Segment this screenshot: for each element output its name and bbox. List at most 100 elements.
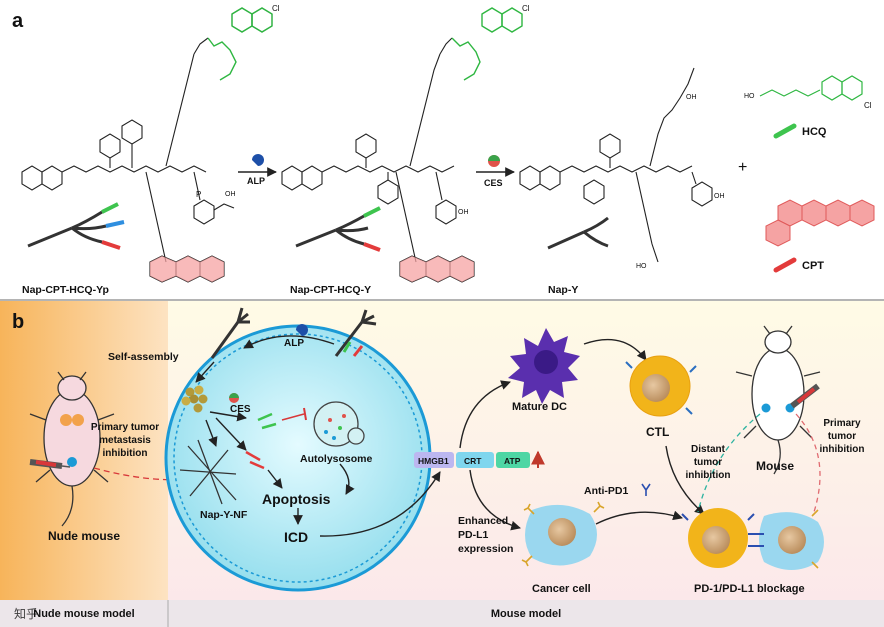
alp-enzyme-icon bbox=[252, 154, 264, 166]
panel-a-label: a bbox=[12, 10, 24, 32]
autolysosome-label: Autolysosome bbox=[300, 453, 373, 465]
compound-2-cl-atom: Cl bbox=[522, 4, 530, 13]
tumor-cell bbox=[164, 324, 432, 592]
icd-label: ICD bbox=[284, 529, 308, 545]
hcq-molecules bbox=[257, 412, 277, 430]
alp-enzyme-icon-b bbox=[296, 324, 308, 336]
compound-1-structure bbox=[21, 7, 273, 283]
crt-label: CRT bbox=[464, 456, 482, 466]
panel-a: a bbox=[12, 4, 875, 296]
blockage-cancer-icon bbox=[759, 509, 824, 570]
mature-dc-label: Mature DC bbox=[512, 401, 567, 413]
damp-to-cancer-arrow bbox=[469, 469, 521, 531]
hcq-legend-label: HCQ bbox=[802, 126, 827, 138]
cancer-to-blockage-arrow bbox=[595, 510, 683, 525]
alp-cleavage-arrow bbox=[243, 335, 335, 349]
nude-inhibition-line-3: inhibition bbox=[103, 448, 148, 459]
damp-to-dc-arrow bbox=[459, 380, 511, 449]
syringe-icon-nude bbox=[29, 459, 71, 469]
trident-icon-compound-2 bbox=[295, 206, 381, 252]
panel-b: b Primary tumor metastasis inhibition Nu… bbox=[0, 301, 884, 627]
compound-2-name: Nap-CPT-HCQ-Y bbox=[290, 284, 371, 296]
release-arrow-cpt bbox=[215, 417, 247, 451]
hcq-structure bbox=[759, 75, 863, 101]
nude-mouse-icon bbox=[29, 371, 115, 527]
watermark: 知乎 bbox=[14, 607, 38, 621]
compound-1-cpt-highlight bbox=[150, 256, 224, 282]
hmgb1-label: HMGB1 bbox=[418, 456, 449, 466]
compound-1-hcq-highlight bbox=[207, 7, 273, 81]
hcq-ho-group: HO bbox=[744, 93, 755, 100]
nanoparticle-cluster bbox=[181, 385, 208, 413]
ctl-icon bbox=[625, 355, 697, 417]
self-assembly-arrow bbox=[195, 361, 215, 383]
nude-inhibition-line-2: metastasis bbox=[99, 435, 151, 446]
cpt-structure bbox=[765, 199, 875, 247]
trident-icon-compound-1 bbox=[27, 202, 125, 250]
cpt-legend-label: CPT bbox=[802, 260, 824, 272]
nanofiber-icon bbox=[179, 439, 237, 505]
enhanced-line-3: expression bbox=[458, 543, 513, 555]
icd-to-damp-arrow bbox=[319, 471, 441, 537]
model-footer-band bbox=[0, 600, 884, 627]
compound-3-oh-phenol: OH bbox=[714, 193, 725, 200]
compound-1-name: Nap-CPT-HCQ-Yp bbox=[22, 284, 109, 296]
crt-box bbox=[456, 452, 494, 468]
mouse-model-label: Mouse model bbox=[491, 608, 561, 620]
autolysosome-icon bbox=[313, 401, 365, 447]
hcq-cl-atom: Cl bbox=[864, 101, 872, 110]
autophagy-to-apoptosis-arrow bbox=[339, 463, 355, 495]
primary-line-1: Primary bbox=[823, 418, 861, 429]
compound-3-name: Nap-Y bbox=[548, 284, 578, 296]
mature-dc-icon bbox=[508, 328, 580, 404]
dc-to-ctl-arrow bbox=[583, 338, 647, 361]
trident-icon-alp bbox=[334, 309, 377, 357]
alp-arrow-label: ALP bbox=[247, 176, 265, 186]
hcq-legend-swatch bbox=[773, 123, 797, 139]
distant-dashed-link bbox=[697, 413, 761, 513]
mouse-icon bbox=[735, 325, 821, 475]
antibody-icon bbox=[641, 483, 651, 496]
atp-label: ATP bbox=[504, 456, 521, 466]
self-assembly-label: Self-assembly bbox=[108, 351, 179, 363]
blockage-label: PD-1/PD-L1 blockage bbox=[694, 583, 805, 595]
inhibition-bar bbox=[281, 413, 305, 421]
release-arrow-fibre bbox=[205, 419, 218, 447]
compound-3-oh-top: OH bbox=[686, 94, 697, 101]
cancer-cell-label: Cancer cell bbox=[532, 583, 591, 595]
compound-2-hcq-highlight bbox=[451, 7, 523, 81]
nude-inhibition-line-1: Primary tumor bbox=[91, 422, 159, 433]
panel-b-label: b bbox=[12, 311, 24, 333]
apoptosis-label: Apoptosis bbox=[262, 491, 331, 507]
compound-1-p-atom: P bbox=[196, 190, 201, 199]
primary-line-2: tumor bbox=[828, 431, 856, 442]
ces-arrow-label: CES bbox=[484, 178, 503, 188]
compound-3-structure bbox=[519, 67, 713, 263]
hmgb1-box bbox=[414, 452, 454, 468]
primary-dashed-link bbox=[795, 413, 821, 513]
anti-pd1-label: Anti-PD1 bbox=[584, 485, 628, 497]
enhanced-line-1: Enhanced bbox=[458, 515, 508, 527]
primary-line-3: inhibition bbox=[820, 444, 865, 455]
compound-2-structure bbox=[281, 37, 475, 283]
trident-icon-self-assembly bbox=[210, 307, 250, 359]
compound-3-ho-bottom: HO bbox=[636, 263, 647, 270]
nude-mouse-label: Nude mouse bbox=[48, 529, 120, 543]
atp-box bbox=[496, 452, 530, 468]
blockage-ctl-icon bbox=[681, 508, 755, 568]
ctl-label: CTL bbox=[646, 425, 669, 439]
cpt-to-apoptosis-arrow bbox=[267, 469, 283, 489]
trident-icon-compound-3 bbox=[547, 216, 609, 250]
distant-line-2: tumor bbox=[694, 457, 722, 468]
ces-label-b: CES bbox=[230, 404, 251, 415]
compound-2-cpt-highlight bbox=[400, 256, 474, 282]
cpt-legend-swatch bbox=[773, 257, 797, 273]
distant-line-1: Distant bbox=[691, 444, 726, 455]
enhanced-line-2: PD-L1 bbox=[458, 529, 488, 541]
distant-line-3: inhibition bbox=[686, 470, 731, 481]
plus-sign: + bbox=[738, 159, 747, 176]
compound-1-cl-atom: Cl bbox=[272, 4, 280, 13]
nap-y-nf-label: Nap-Y-NF bbox=[200, 509, 248, 521]
cancer-cell-icon bbox=[521, 501, 605, 567]
nude-model-label: Nude mouse model bbox=[33, 608, 134, 620]
